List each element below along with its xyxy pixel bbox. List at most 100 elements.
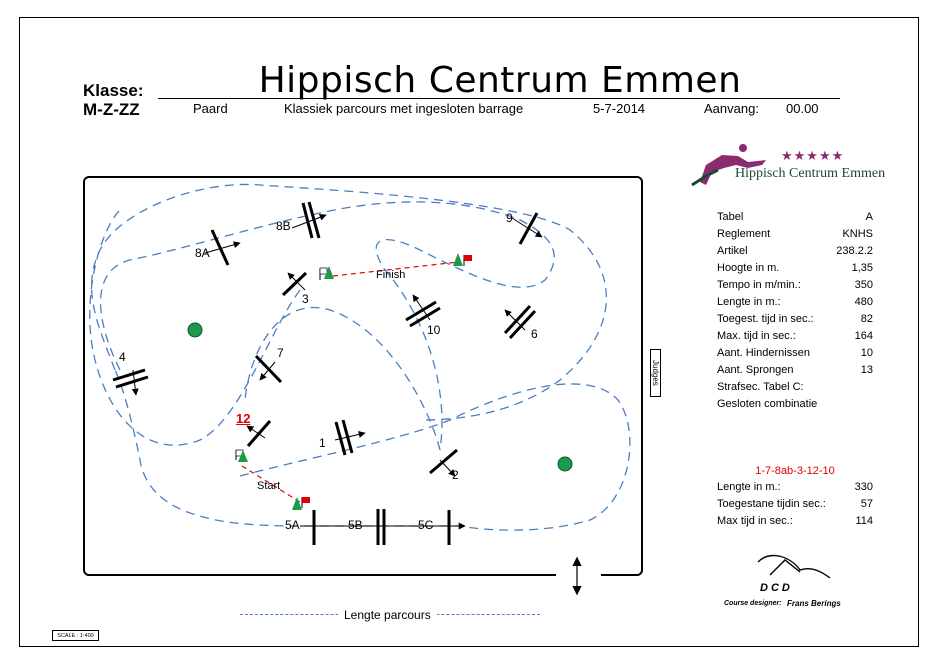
designer-logo-icon [757, 554, 831, 579]
jump-label: 9 [506, 211, 513, 225]
info-label: Aant. Sprongen [717, 364, 794, 376]
info-label: Tabel [717, 211, 744, 223]
class-value: M-Z-ZZ [83, 100, 140, 119]
finish-label: Finish [376, 269, 406, 281]
jump-2 [429, 448, 458, 475]
jump-label: 3 [302, 292, 309, 306]
info-row: Toegest. tijd in sec.: 82 [717, 311, 873, 328]
tree-icon [453, 253, 463, 266]
info-label: Lengte in m.: [717, 296, 781, 308]
info-row: Toegestane tijdin sec.: 57 [717, 496, 873, 513]
info-label: Hoogte in m. [717, 262, 780, 274]
jump-3 [281, 271, 308, 297]
info-label: Artikel [717, 245, 748, 257]
start-time-value: 00.00 [786, 101, 819, 116]
info-row: Strafsec. Tabel C: [717, 379, 873, 396]
jump-label: 1 [319, 436, 326, 450]
bush-icon [187, 322, 203, 338]
info-value: A [865, 211, 873, 223]
course-info-table: Tabel A Reglement KNHS Artikel 238.2.2 Hoog… [717, 209, 873, 413]
jump-8b [301, 202, 314, 239]
jump-7 [254, 354, 283, 384]
info-value: 480 [854, 296, 873, 308]
flag-icon [463, 255, 472, 266]
arena-border [83, 176, 643, 576]
bush-icon [557, 456, 573, 472]
jump-6 [508, 309, 537, 340]
arena-entrance [556, 572, 601, 580]
finish-line [332, 261, 459, 277]
info-label: Tempo in m/min.: [717, 279, 801, 291]
jumps [112, 201, 539, 545]
logo-name: Hippisch Centrum Emmen [735, 166, 886, 181]
info-row: Lengte in m.: 330 [717, 479, 873, 496]
info-value: 1,35 [851, 262, 873, 274]
info-row: Tempo in m/min.: 350 [717, 277, 873, 294]
designer-label: Course designer: [724, 600, 782, 607]
competition-type: Klassiek parcours met ingesloten barrage [284, 101, 524, 116]
designer-brand: DCD [760, 582, 793, 594]
info-label: Strafsec. Tabel C: [717, 381, 804, 393]
info-row: Tabel A [717, 209, 873, 226]
info-row: Max. tijd in sec.: 164 [717, 328, 873, 345]
info-value: 114 [855, 515, 873, 527]
info-label: Reglement [717, 228, 771, 240]
flag-icon [301, 497, 310, 508]
info-label: Max. tijd in sec.: [717, 330, 796, 342]
info-value: 57 [860, 498, 873, 510]
start-line [241, 465, 301, 503]
info-label: Toegest. tijd in sec.: [717, 313, 814, 325]
jump-label: 10 [427, 323, 441, 337]
info-row: Hoogte in m. 1,35 [717, 260, 873, 277]
jump-label-barrage: 12 [236, 411, 251, 426]
page-title: Hippisch Centrum Emmen [258, 60, 742, 101]
info-value: 10 [860, 347, 873, 359]
info-row: Aant. Sprongen 13 [717, 362, 873, 379]
jump-8a [210, 229, 230, 266]
jump-6 [503, 304, 532, 335]
info-value: 164 [854, 330, 873, 342]
info-value: 330 [854, 481, 873, 493]
jump-label: 4 [119, 350, 126, 364]
discipline-text: Paard [193, 101, 228, 116]
start-label: Start [257, 480, 281, 492]
jump-label: 7 [277, 346, 284, 360]
barrage-sequence: 1-7-8ab-3-12-10 [755, 465, 835, 477]
class-block: Klasse: M-Z-ZZ [83, 81, 143, 119]
info-value: KNHS [842, 228, 873, 240]
info-row: Max tijd in sec.: 114 [717, 513, 873, 530]
jump-1 [341, 419, 354, 454]
designer-name: Frans Berings [787, 599, 841, 608]
jump-label: 2 [452, 468, 459, 482]
info-row: Lengte in m.: 480 [717, 294, 873, 311]
info-value: 82 [860, 313, 873, 325]
class-label: Klasse: [83, 81, 144, 100]
info-label: Gesloten combinatie [717, 398, 818, 410]
rating-stars: ★★★★★ [781, 148, 845, 163]
barrage-info-table: Lengte in m.: 330 Toegestane tijdin sec.:… [717, 479, 873, 530]
jump-10 [409, 306, 441, 328]
info-row: Gesloten combinatie [717, 396, 873, 413]
jump-label: 5C [418, 518, 434, 532]
info-value: 13 [860, 364, 873, 376]
info-label: Toegestane tijdin sec.: [717, 498, 826, 510]
info-label: Lengte in m.: [717, 481, 781, 493]
scale-box: SCALE : 1:400 [52, 630, 99, 641]
jump-10 [405, 300, 437, 322]
tree-icon [324, 266, 334, 279]
course-path [89, 183, 631, 531]
tree-icon [292, 497, 302, 510]
jump-4 [115, 375, 149, 389]
info-label: Max tijd in sec.: [717, 515, 793, 527]
info-value: 350 [854, 279, 873, 291]
jump-label: 8A [195, 246, 210, 260]
jump-label: 5B [348, 518, 363, 532]
info-row: Artikel 238.2.2 [717, 243, 873, 260]
jump-label: 5A [285, 518, 300, 532]
info-value: 238.2.2 [836, 245, 873, 257]
event-date: 5-7-2014 [593, 101, 646, 116]
jump-label: 8B [276, 219, 291, 233]
direction-arrows [131, 213, 543, 530]
tree-icon [238, 450, 248, 462]
